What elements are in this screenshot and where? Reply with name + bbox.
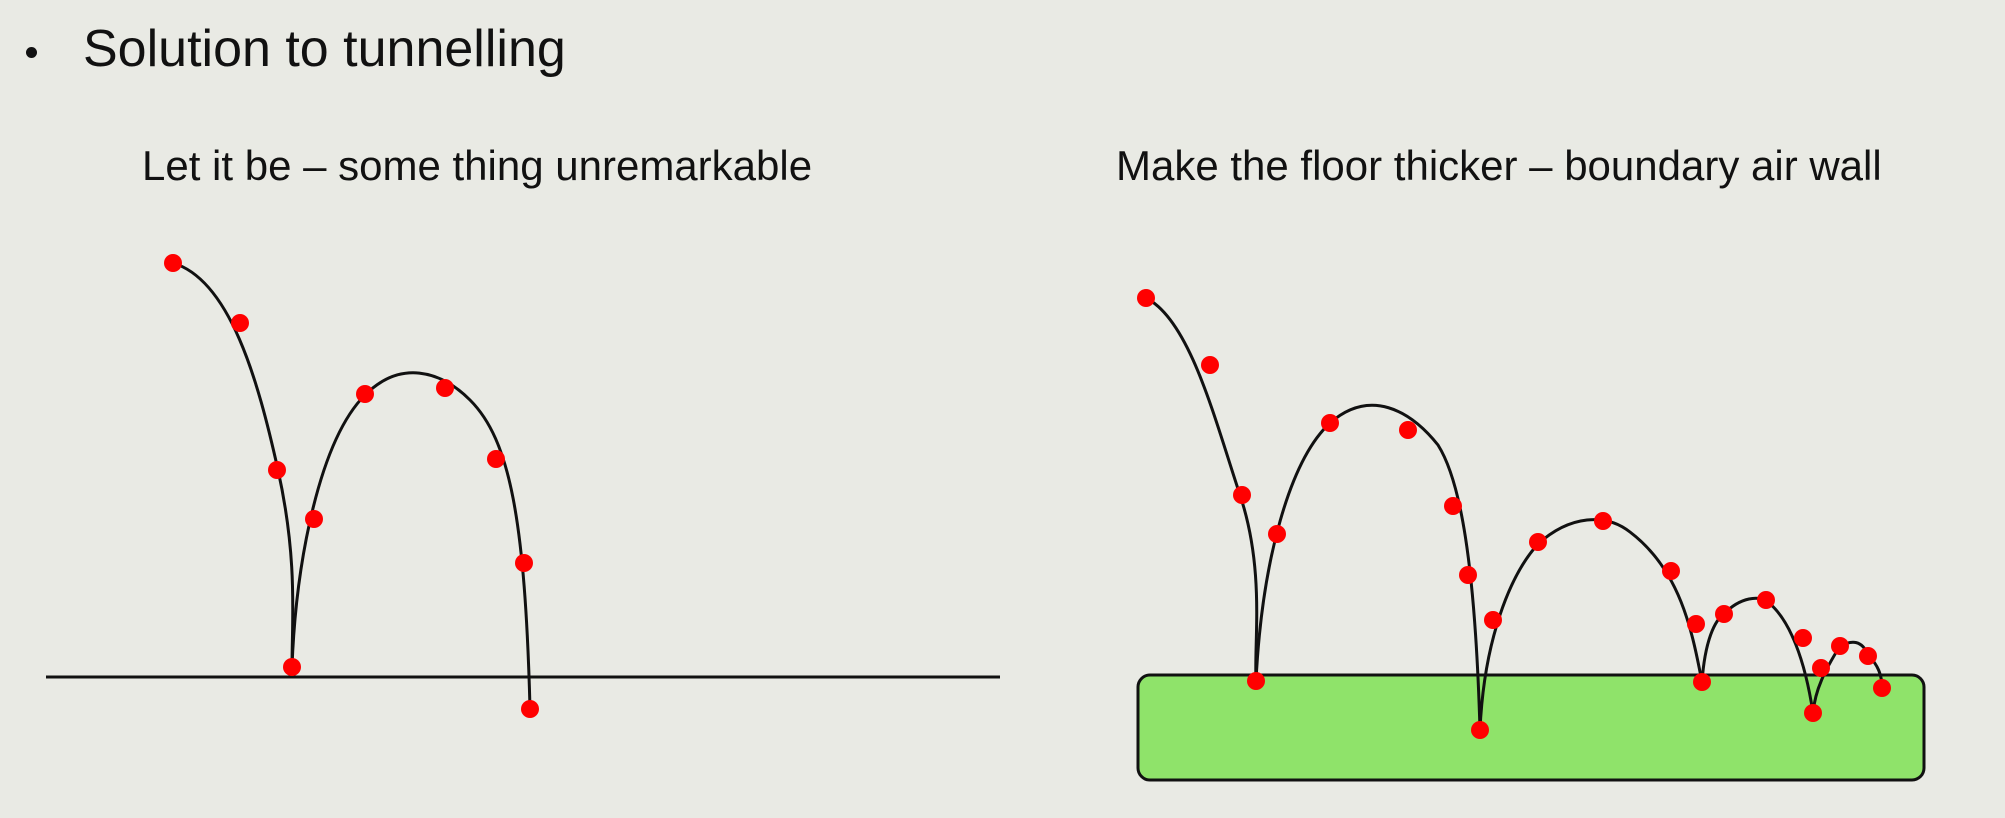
sample-point	[1321, 414, 1339, 432]
sample-point	[1859, 647, 1877, 665]
sample-point	[1715, 605, 1733, 623]
bullet-dot-icon	[26, 46, 37, 58]
sample-point	[1594, 512, 1612, 530]
sample-point	[1268, 525, 1286, 543]
sample-point	[1693, 673, 1711, 691]
sample-point	[1233, 486, 1251, 504]
bounce-arc-4	[1811, 640, 1884, 714]
sample-point	[1687, 615, 1705, 633]
sample-point	[1757, 591, 1775, 609]
sample-point	[268, 461, 286, 479]
sample-point	[1873, 679, 1891, 697]
sample-point	[436, 379, 454, 397]
sample-point	[1662, 562, 1680, 580]
sample-point	[1201, 356, 1219, 374]
sample-point	[1794, 629, 1812, 647]
sample-point	[1529, 533, 1547, 551]
sample-point	[1831, 637, 1849, 655]
sample-point	[1804, 704, 1822, 722]
left-panel	[46, 254, 1000, 718]
slide-heading: Solution to tunnelling	[83, 20, 566, 78]
right-panel	[1136, 289, 1926, 782]
sample-point	[231, 314, 249, 332]
right-panel-subtitle: Make the floor thicker – boundary air wa…	[1116, 142, 1882, 189]
sample-point	[487, 450, 505, 468]
sample-point	[521, 700, 539, 718]
sample-point	[1399, 421, 1417, 439]
bullet-item: Solution to tunnelling	[26, 14, 566, 84]
sample-point	[305, 510, 323, 528]
sample-point	[1484, 611, 1502, 629]
sample-point	[1459, 566, 1477, 584]
sample-point	[164, 254, 182, 272]
left-bounce-trajectory	[290, 371, 532, 709]
sample-point	[1137, 289, 1155, 307]
thick-floor-air-wall	[1136, 673, 1926, 782]
sample-point	[515, 554, 533, 572]
sample-point	[1444, 497, 1462, 515]
sample-point	[1247, 672, 1265, 690]
sample-point	[1471, 721, 1489, 739]
left-panel-subtitle: Let it be – some thing unremarkable	[142, 142, 813, 189]
sample-point	[356, 385, 374, 403]
sample-point	[1812, 659, 1830, 677]
sample-point	[283, 658, 301, 676]
